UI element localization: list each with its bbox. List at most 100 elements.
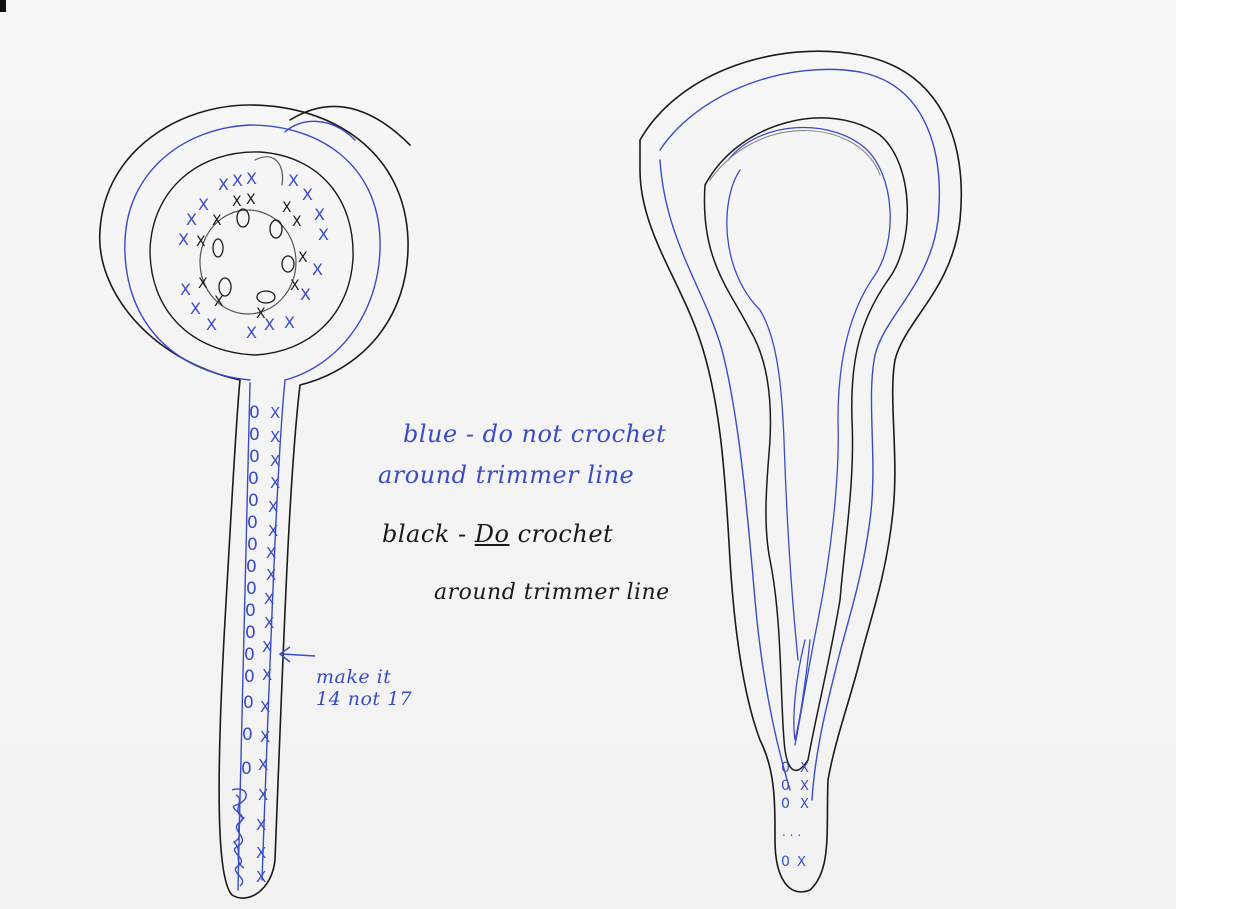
stem-x-stitch: X bbox=[270, 452, 280, 470]
stem-chain-stitch: 0 bbox=[249, 425, 260, 445]
stem-x-stitch: X bbox=[262, 638, 272, 656]
stem-chain-stitch: 0 bbox=[247, 535, 258, 555]
stem-annotation: make it 14 not 17 bbox=[316, 666, 412, 710]
ring-x-stitch: X bbox=[206, 315, 217, 334]
stem-chain-stitch: 0 bbox=[781, 778, 790, 794]
left-spiral-tail bbox=[255, 157, 283, 185]
ring-x-stitch: X bbox=[300, 285, 311, 304]
stem-chain-stitch: 0 bbox=[781, 854, 790, 870]
stem-chain-stitch: 0 bbox=[242, 725, 253, 745]
stem-x-stitch: X bbox=[800, 761, 809, 776]
right-center-loop bbox=[794, 640, 810, 740]
legend-black-line-2: around trimmer line bbox=[434, 580, 670, 605]
legend-black-dash: - bbox=[458, 520, 475, 548]
stem-x-stitch: X bbox=[256, 844, 266, 862]
stem-chain-stitch: 0 bbox=[781, 760, 790, 776]
center-chain-oval bbox=[237, 209, 249, 227]
ring-x-stitch: X bbox=[232, 194, 242, 210]
stem-x-stitch: X bbox=[256, 816, 266, 834]
stem-chain-stitch: 0 bbox=[247, 513, 258, 533]
ring-x-stitch: X bbox=[284, 313, 295, 332]
stem-chain-stitch: 0 bbox=[244, 645, 255, 665]
ring-x-stitch: X bbox=[302, 185, 313, 204]
ring-x-stitch: X bbox=[298, 250, 308, 266]
center-chain-oval bbox=[257, 291, 275, 303]
stem-x-stitch: X bbox=[797, 855, 806, 870]
ring-x-stitch: X bbox=[256, 306, 266, 322]
ring-x-stitch: X bbox=[318, 225, 329, 244]
stem-chain-stitch: 0 bbox=[243, 693, 254, 713]
stem-x-stitch: X bbox=[258, 786, 268, 804]
stem-x-stitch: X bbox=[268, 522, 278, 540]
ring-x-stitch: X bbox=[232, 171, 243, 190]
ring-x-stitch: X bbox=[246, 192, 256, 208]
ellipsis-dots: . . . bbox=[782, 825, 801, 839]
ring-x-stitch: X bbox=[246, 169, 257, 188]
stem-x-stitch: X bbox=[256, 868, 266, 886]
stem-x-stitch: X bbox=[268, 498, 278, 516]
ring-x-stitch: X bbox=[180, 280, 191, 299]
ring-x-stitch: X bbox=[212, 213, 222, 229]
ring-x-stitch: X bbox=[314, 205, 325, 224]
right-blue-outer bbox=[660, 69, 939, 800]
ring-x-stitch: X bbox=[246, 323, 257, 342]
center-chain-oval bbox=[270, 220, 282, 238]
stem-chain-stitch: 0 bbox=[781, 796, 790, 812]
stem-chain-stitch: 0 bbox=[249, 447, 260, 467]
legend-blue-line-2: around trimmer line bbox=[378, 461, 634, 489]
stem-x-stitch: X bbox=[270, 404, 280, 422]
stem-chain-stitch: 0 bbox=[246, 557, 257, 577]
ring-x-stitch: X bbox=[292, 214, 302, 230]
stem-x-stitch: X bbox=[258, 756, 268, 774]
stem-x-stitch: X bbox=[270, 428, 280, 446]
legend-blue-label: blue bbox=[403, 420, 458, 448]
stem-chain-stitch: 0 bbox=[248, 469, 259, 489]
ring-x-stitch: X bbox=[218, 175, 229, 194]
arrow-icon bbox=[280, 647, 315, 662]
ring-x-stitch: X bbox=[198, 276, 208, 292]
stem-chain-column: 0 0 0 0 0 0 0 0 0 0 0 0 0 0 0 0 bbox=[241, 403, 260, 779]
stem-chain-stitch: 0 bbox=[248, 491, 259, 511]
annotation-line-1: make it bbox=[316, 666, 412, 688]
legend-black-line-1: black - Do crochet bbox=[382, 520, 613, 548]
stem-x-stitch: X bbox=[270, 474, 280, 492]
ring-x-stitch: X bbox=[312, 260, 323, 279]
stem-x-stitch: X bbox=[800, 779, 809, 794]
stem-x-stitch: X bbox=[800, 797, 809, 812]
stem-x-stitch: X bbox=[262, 666, 272, 684]
ring-x-stitch: X bbox=[190, 299, 201, 318]
stem-x-stitch: X bbox=[266, 566, 276, 584]
legend-blue-line-1: blue - do not crochet bbox=[403, 420, 666, 448]
ring-x-stitch: X bbox=[290, 278, 300, 294]
stem-chain-stitch: 0 bbox=[249, 403, 260, 423]
ring-x-stitch: X bbox=[214, 294, 224, 310]
stem-x-stitch: X bbox=[264, 590, 274, 608]
legend-blue-text: - do not crochet bbox=[466, 420, 666, 448]
ring-x-stitch: X bbox=[186, 210, 197, 229]
legend-black-label: black bbox=[382, 520, 450, 548]
center-chain-oval bbox=[213, 239, 223, 257]
stem-x-stitch: X bbox=[260, 698, 270, 716]
stem-x-stitch: X bbox=[264, 614, 274, 632]
stem-chain-stitch: 0 bbox=[246, 579, 257, 599]
right-x-column: X X X X bbox=[797, 761, 809, 870]
stem-x-stitch: X bbox=[266, 544, 276, 562]
stem-chain-stitch: 0 bbox=[245, 601, 256, 621]
ring-x-stitch: X bbox=[178, 230, 189, 249]
stem-chain-stitch: 0 bbox=[244, 667, 255, 687]
stem-x-stitch: X bbox=[260, 728, 270, 746]
center-chain-oval bbox=[282, 256, 294, 272]
legend-black-do: Do bbox=[475, 520, 510, 548]
left-outline-tail bbox=[290, 106, 410, 145]
ring-x-stitch: X bbox=[282, 200, 292, 216]
stem-scribble bbox=[232, 789, 246, 886]
legend-black-text: crochet bbox=[509, 520, 613, 548]
ring-x-stitch: X bbox=[196, 234, 206, 250]
right-grey-spiral bbox=[710, 131, 880, 180]
ring-x-stitch: X bbox=[288, 171, 299, 190]
stem-chain-stitch: 0 bbox=[241, 759, 252, 779]
ring-x-stitch: X bbox=[198, 195, 209, 214]
stem-chain-stitch: 0 bbox=[245, 623, 256, 643]
annotation-line-2: 14 not 17 bbox=[316, 688, 412, 710]
